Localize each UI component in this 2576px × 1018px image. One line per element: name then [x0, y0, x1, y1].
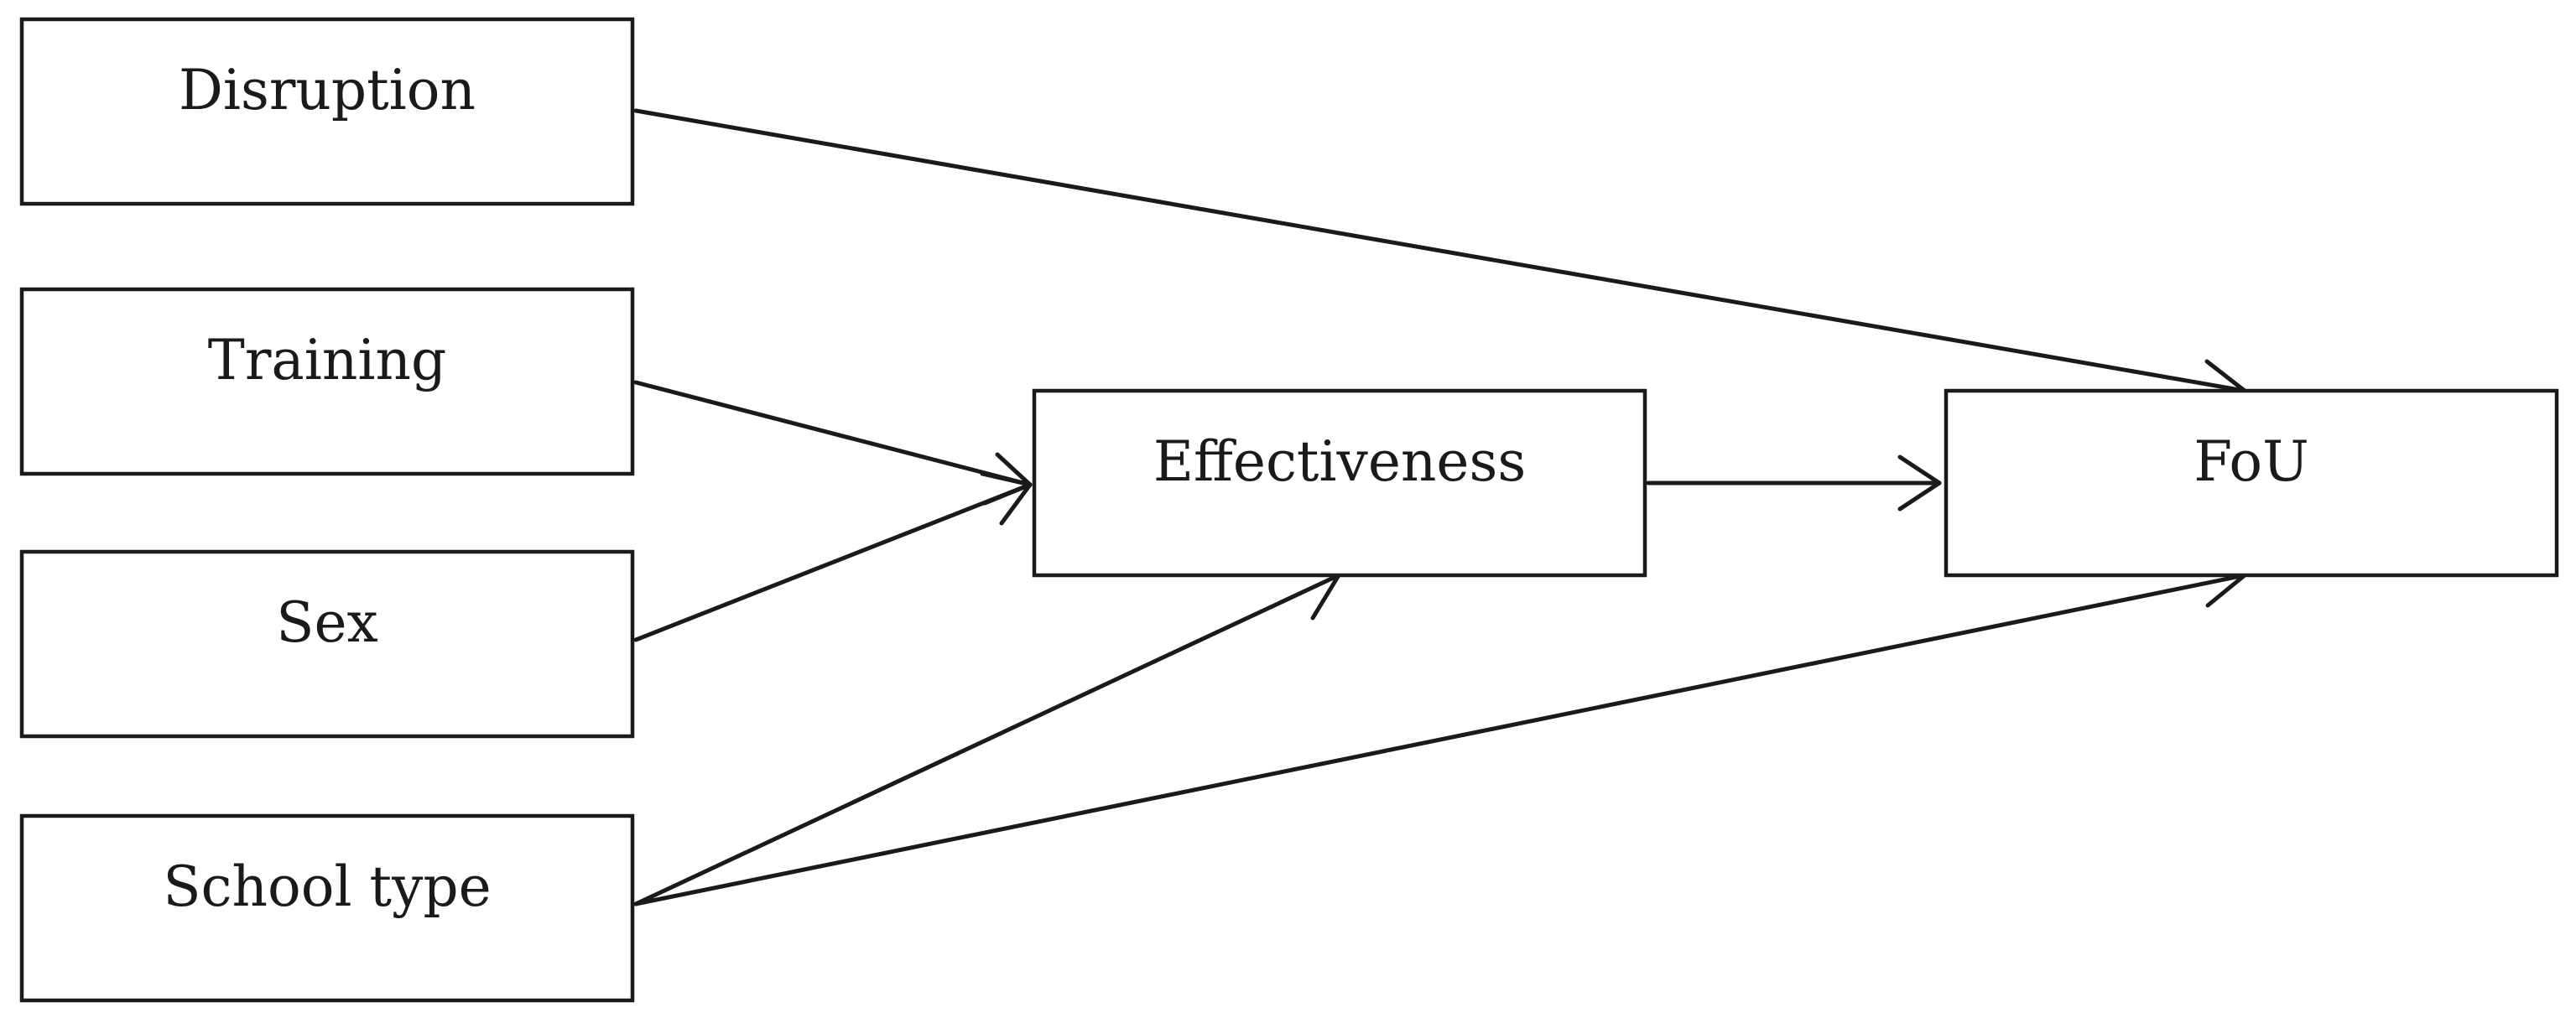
edge-sex-to-effectiveness	[633, 471, 1033, 642]
node-box	[1032, 388, 1647, 578]
edges	[633, 108, 2247, 906]
node-effectiveness: Effectiveness	[1032, 388, 1647, 578]
edge-line	[633, 108, 2247, 393]
node-box	[1944, 388, 2559, 578]
node-label: FoU	[2194, 429, 2309, 494]
node-box	[19, 549, 635, 739]
node-label: School type	[163, 854, 491, 919]
node-disruption: Disruption	[19, 17, 635, 206]
node-box	[19, 287, 635, 476]
edge-line	[633, 573, 2247, 906]
edge-schooltype-to-effectiveness	[633, 569, 1341, 906]
edge-line	[633, 573, 1341, 906]
node-label: Training	[208, 328, 446, 392]
edge-line	[633, 482, 1033, 642]
edge-line	[633, 380, 1033, 487]
edge-disruption-to-fou	[633, 108, 2247, 414]
arrowhead-icon	[1897, 454, 1942, 512]
node-box	[19, 17, 635, 206]
arrowhead-icon	[980, 471, 1033, 526]
node-sex: Sex	[19, 549, 635, 739]
node-fou: FoU	[1944, 388, 2559, 578]
edge-schooltype-to-fou	[633, 551, 2247, 906]
edge-effectiveness-to-fou	[1646, 454, 1942, 512]
node-label: Sex	[276, 590, 378, 655]
node-school-type: School type	[19, 813, 635, 1003]
node-training: Training	[19, 287, 635, 476]
edge-training-to-effectiveness	[633, 380, 1033, 506]
node-label: Effectiveness	[1153, 429, 1526, 494]
node-label: Disruption	[179, 58, 476, 122]
node-box	[19, 813, 635, 1003]
